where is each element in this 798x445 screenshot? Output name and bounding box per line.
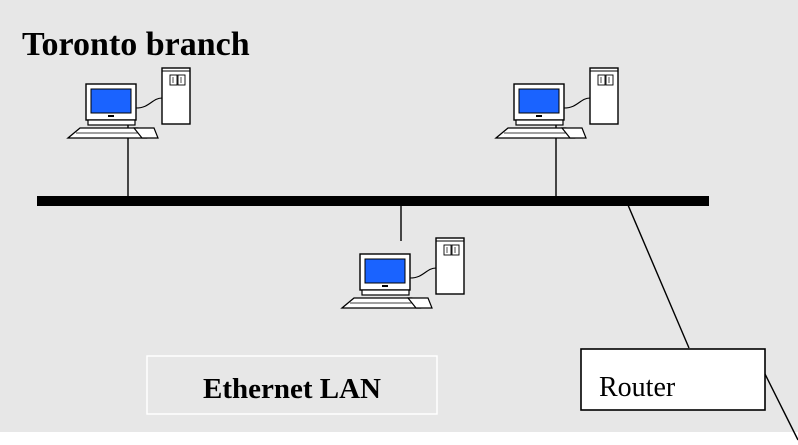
diagram-title: Toronto branch	[22, 26, 250, 63]
bus-to-router-line	[624, 197, 690, 349]
lan-label-box	[146, 355, 438, 415]
ethernet-bus-line	[37, 196, 709, 206]
router-outbound-line	[764, 373, 798, 441]
router-box	[580, 348, 766, 411]
lan-label: Ethernet LAN	[203, 373, 381, 405]
router-label: Router	[599, 372, 676, 403]
